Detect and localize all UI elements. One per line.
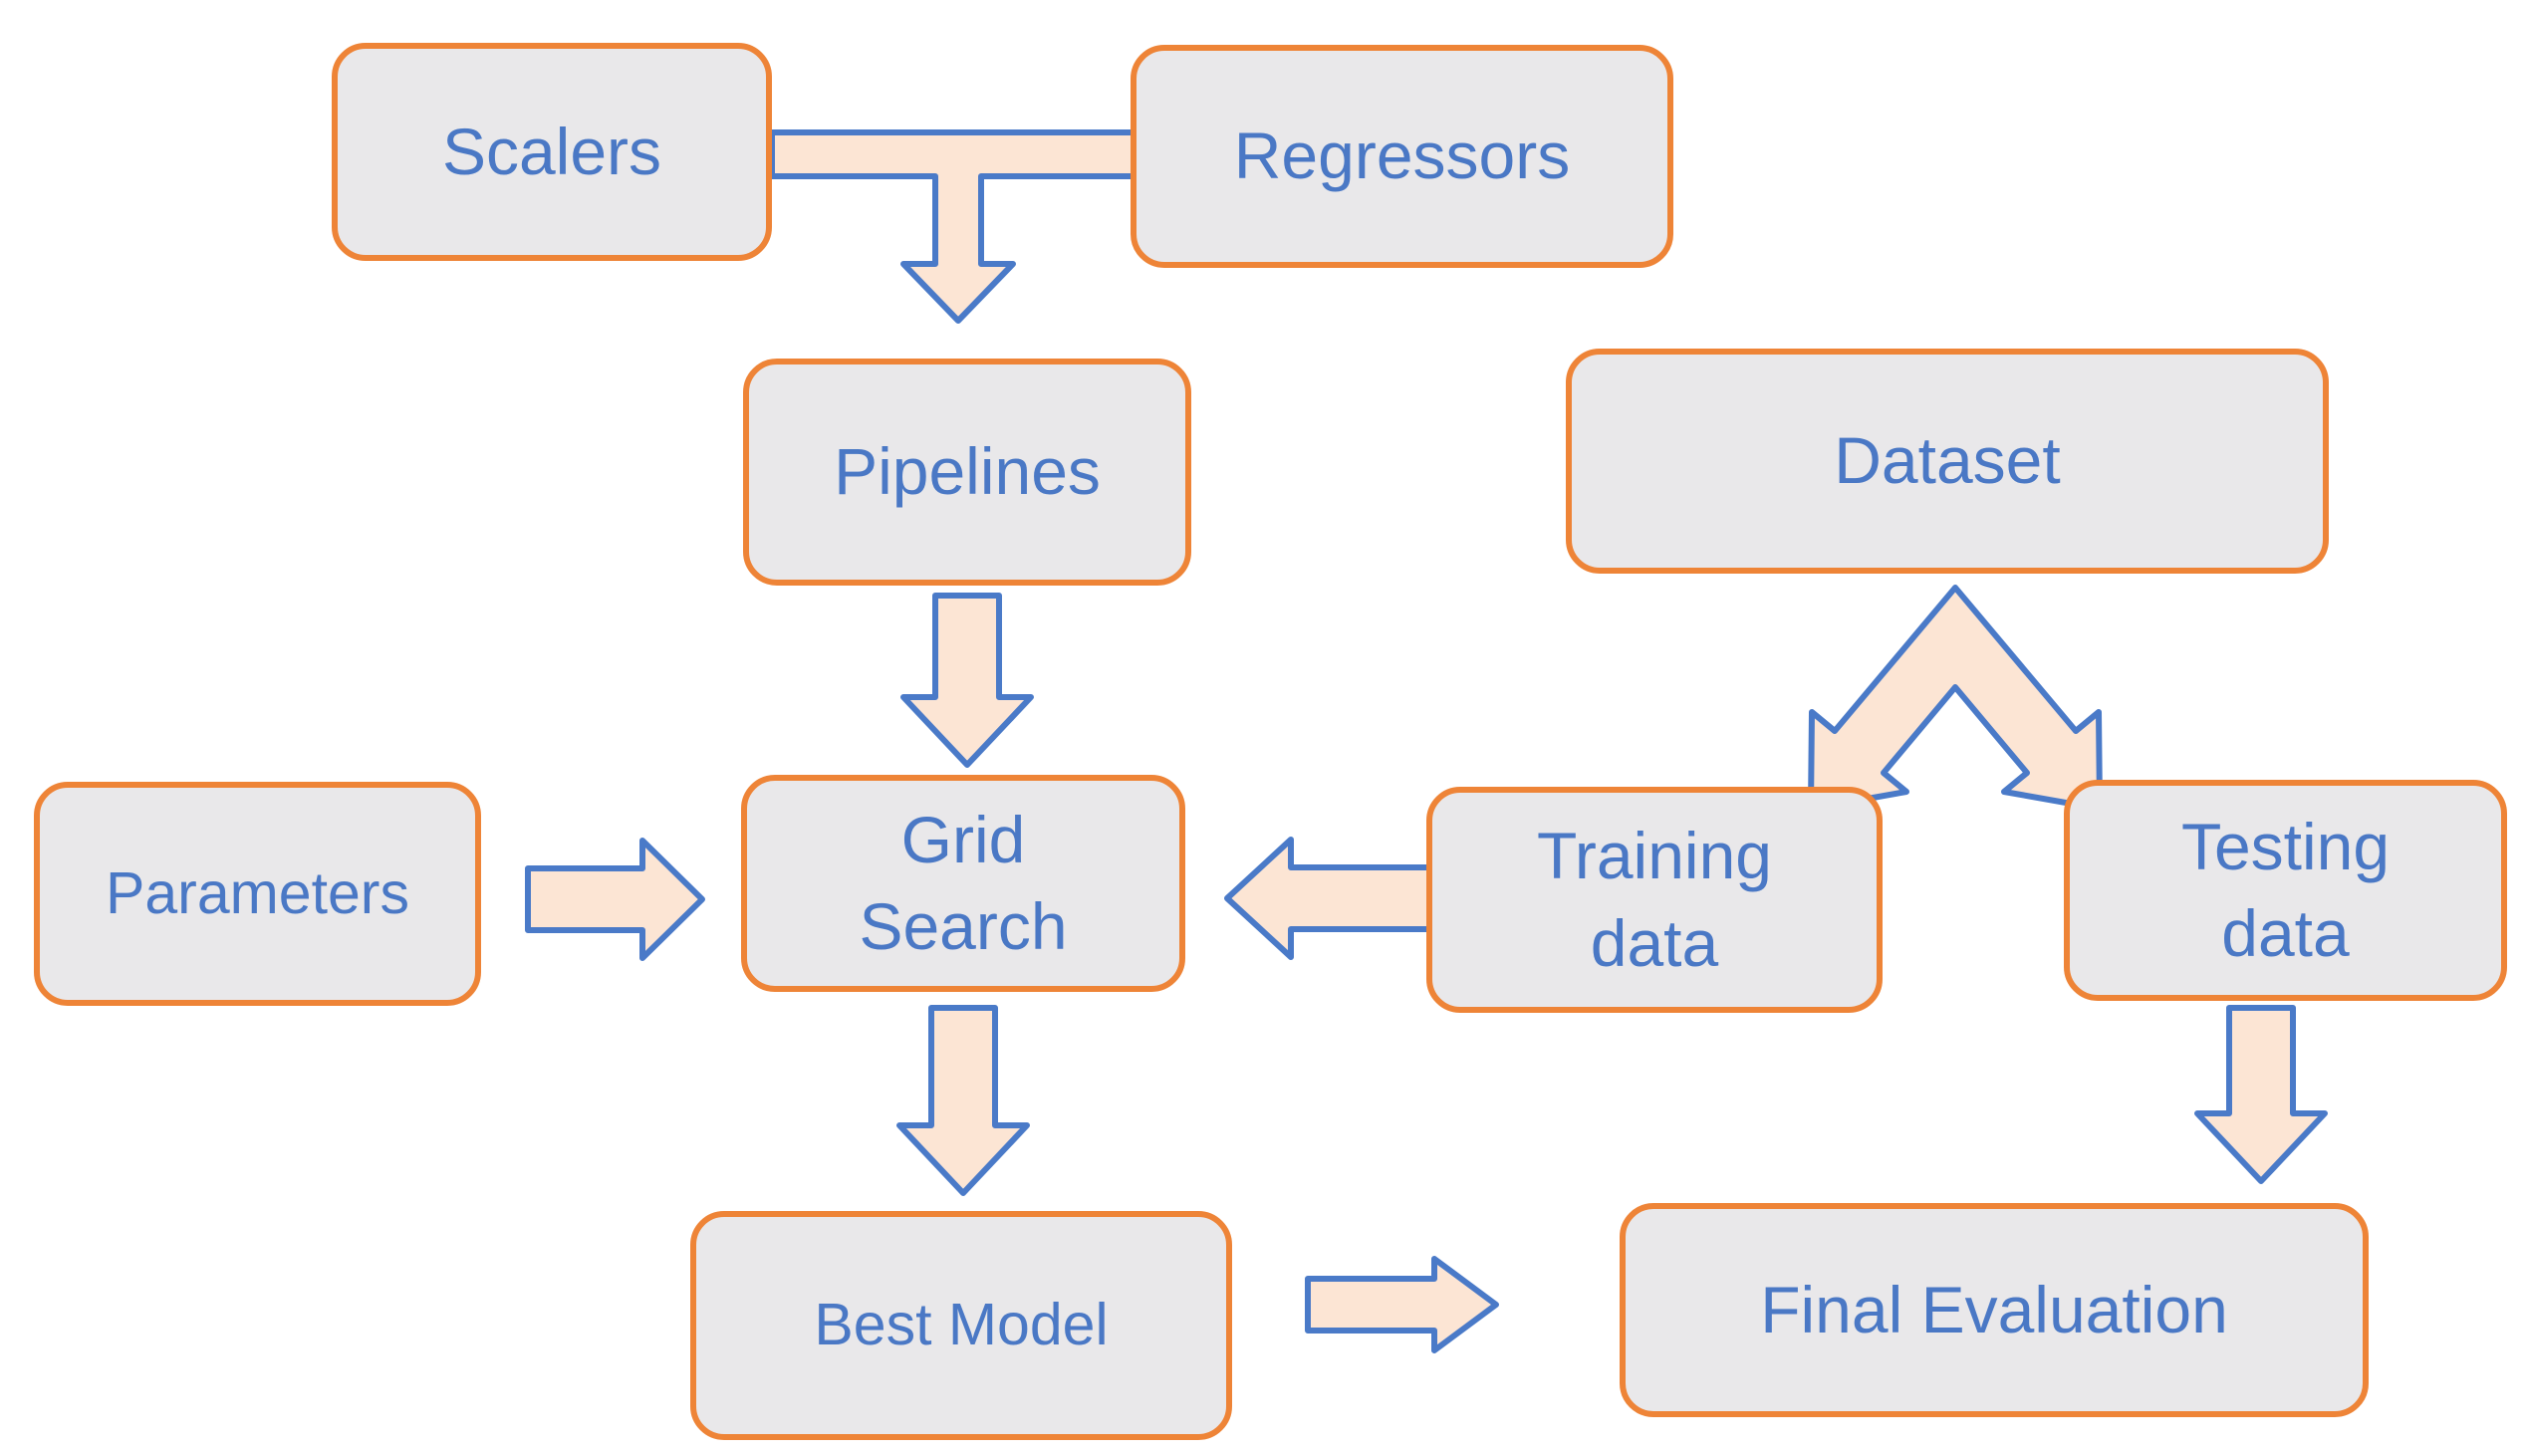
- node-label: Pipelines: [834, 434, 1101, 509]
- connector-scalers-regressors-to-pipelines-arrow: [769, 129, 1143, 324]
- node-label: Grid Search: [859, 802, 1068, 963]
- arrow-parameters-to-grid-search: [525, 838, 705, 961]
- node-label: Regressors: [1233, 119, 1571, 193]
- node-label: Best Model: [814, 1292, 1109, 1358]
- node-label: Scalers: [441, 114, 662, 188]
- node-label: Testing data: [2180, 809, 2391, 970]
- node-best-model: Best Model: [690, 1211, 1232, 1440]
- node-testing-data: Testing data: [2064, 780, 2507, 1001]
- node-grid-search: Grid Search: [741, 775, 1185, 992]
- node-scalers: Scalers: [332, 43, 772, 261]
- node-final-evaluation: Final Evaluation: [1620, 1203, 2369, 1417]
- arrow-pipelines-to-grid-search: [900, 593, 1034, 768]
- arrow-training-data-to-grid-search: [1224, 837, 1435, 960]
- node-label: Training data: [1537, 819, 1772, 980]
- arrow-grid-search-to-best-model: [896, 1005, 1030, 1196]
- arrow-best-model-to-final-evaluation: [1305, 1256, 1499, 1353]
- node-pipelines: Pipelines: [743, 359, 1191, 586]
- arrow-testing-data-to-final-evaluation: [2194, 1005, 2328, 1184]
- node-parameters: Parameters: [34, 782, 481, 1006]
- split-arrow-dataset-to-training-and-testing-data: [1808, 585, 2103, 812]
- node-dataset: Dataset: [1566, 349, 2329, 574]
- node-training-data: Training data: [1426, 787, 1883, 1013]
- node-label: Dataset: [1834, 423, 2061, 498]
- node-label: Final Evaluation: [1760, 1272, 2228, 1346]
- node-label: Parameters: [106, 859, 409, 926]
- node-regressors: Regressors: [1131, 45, 1673, 268]
